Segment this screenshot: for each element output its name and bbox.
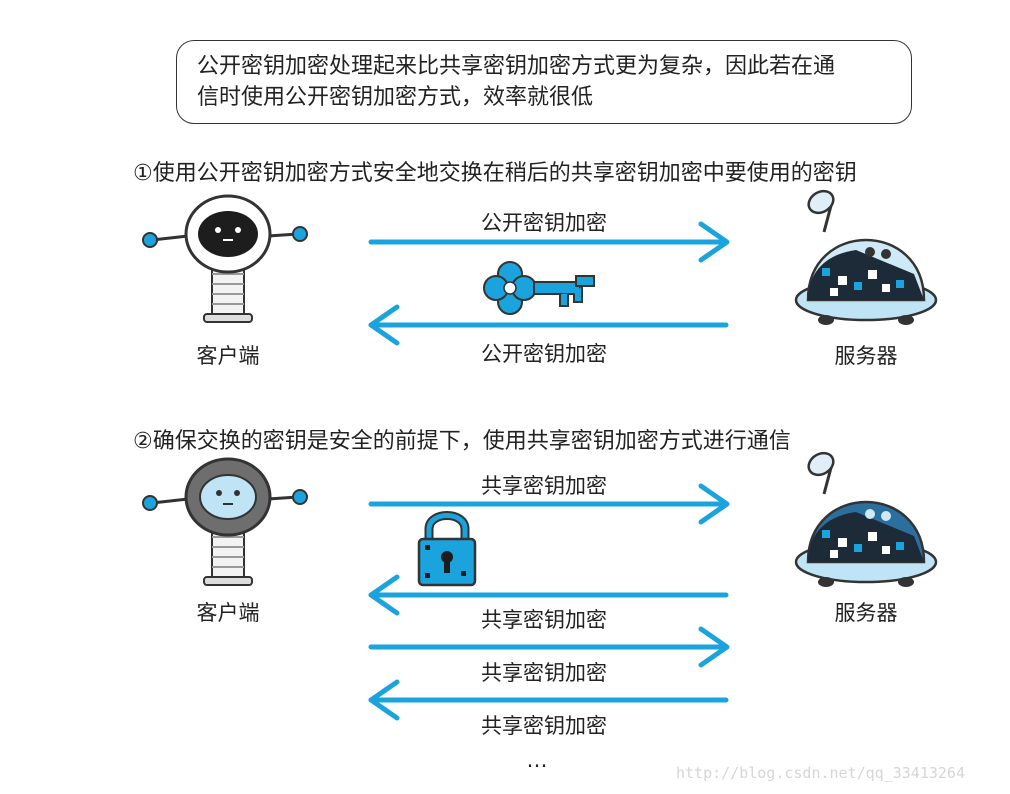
step-2-arrow-label-3: 共享密钥加密 bbox=[481, 661, 607, 685]
key-icon bbox=[483, 261, 595, 315]
server-robot-icon bbox=[794, 451, 938, 587]
summary-note: 公开密钥加密处理起来比共享密钥加密方式更为复杂，因此若在通 信时使用公开密钥加密… bbox=[176, 40, 912, 124]
step-2-client-label: 客户端 bbox=[196, 601, 260, 625]
client-robot-icon bbox=[142, 194, 308, 323]
step-1-arrow-label-to-server: 公开密钥加密 bbox=[481, 211, 607, 235]
step-1-title: ①使用公开密钥加密方式安全地交换在稍后的共享密钥加密中要使用的密钥 bbox=[133, 161, 857, 186]
server-robot-icon bbox=[794, 189, 938, 325]
summary-note-line-1: 公开密钥加密处理起来比共享密钥加密方式更为复杂，因此若在通 bbox=[197, 54, 836, 79]
step-2-arrow-label-1: 共享密钥加密 bbox=[481, 474, 607, 498]
continuation-ellipsis: … bbox=[526, 748, 548, 772]
step-2-title: ②确保交换的密钥是安全的前提下，使用共享密钥加密方式进行通信 bbox=[133, 429, 791, 454]
client-robot-icon bbox=[142, 457, 308, 586]
summary-note-line-2: 信时使用公开密钥加密方式，效率就很低 bbox=[197, 85, 594, 110]
step-1-server-label: 服务器 bbox=[834, 344, 898, 368]
step-2-arrow-label-4: 共享密钥加密 bbox=[481, 714, 607, 738]
step-2-server-label: 服务器 bbox=[834, 601, 898, 625]
padlock-icon bbox=[417, 511, 477, 587]
watermark: http://blog.csdn.net/qq_33413264 bbox=[676, 764, 965, 782]
step-2-arrow-label-2: 共享密钥加密 bbox=[481, 608, 607, 632]
step-1-client-label: 客户端 bbox=[196, 344, 260, 368]
step-1-arrow-label-to-client: 公开密钥加密 bbox=[481, 342, 607, 366]
